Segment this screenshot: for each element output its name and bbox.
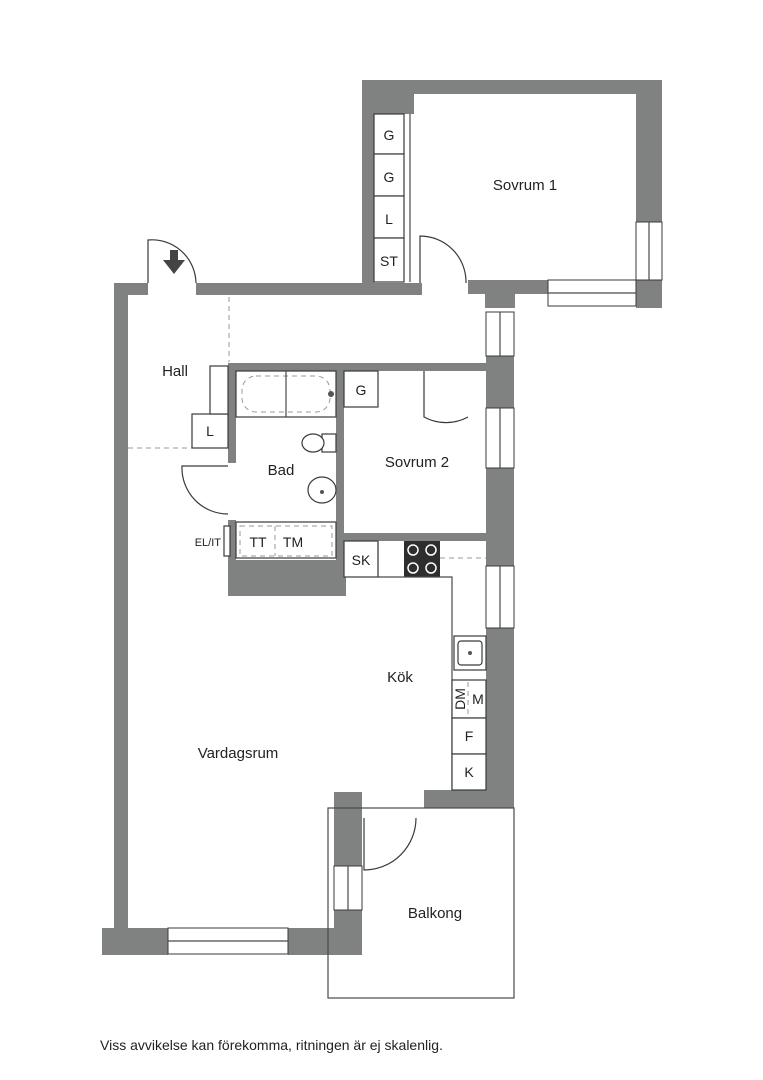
entrance-arrow-icon bbox=[163, 260, 185, 274]
bathroom-fixtures bbox=[223, 370, 337, 559]
dashed-lines bbox=[128, 297, 486, 559]
fixture-label-g3: G bbox=[356, 382, 367, 398]
fixture-label-m: M bbox=[472, 691, 484, 707]
fixture-label-elit: EL/IT bbox=[195, 537, 222, 549]
wardrobes-sovrum1 bbox=[373, 113, 411, 283]
fixture-label-tt: TT bbox=[249, 534, 267, 550]
hall-shelf bbox=[209, 365, 229, 415]
balcony-railing bbox=[327, 807, 515, 999]
fixture-label-tm: TM bbox=[283, 534, 303, 550]
fixture-label-st: ST bbox=[380, 253, 398, 269]
fixture-label-dm: DM bbox=[452, 688, 468, 710]
kitchen-fixtures bbox=[343, 540, 487, 791]
room-label-bad: Bad bbox=[268, 462, 295, 479]
room-label-vardagsrum: Vardagsrum bbox=[198, 745, 279, 762]
room-label-kok: Kök bbox=[387, 669, 413, 686]
doors bbox=[147, 235, 469, 871]
disclaimer-text: Viss avvikelse kan förekomma, ritningen … bbox=[100, 1037, 443, 1053]
windows bbox=[167, 221, 663, 955]
fixture-label-g1: G bbox=[384, 127, 395, 143]
entrance-arrow-icon-stem bbox=[170, 250, 178, 262]
room-label-sovrum1: Sovrum 1 bbox=[493, 177, 557, 194]
sovrum2-wardrobe bbox=[343, 370, 379, 408]
room-label-sovrum2: Sovrum 2 bbox=[385, 454, 449, 471]
room-label-balkong: Balkong bbox=[408, 905, 462, 922]
fixture-label-k: K bbox=[464, 764, 474, 780]
fixture-label-l2: L bbox=[206, 423, 214, 439]
room-label-hall: Hall bbox=[162, 363, 188, 380]
fixture-label-sk: SK bbox=[352, 552, 371, 568]
fixture-label-g2: G bbox=[384, 169, 395, 185]
fixture-label-l1: L bbox=[385, 211, 393, 227]
fixture-label-f: F bbox=[465, 728, 474, 744]
